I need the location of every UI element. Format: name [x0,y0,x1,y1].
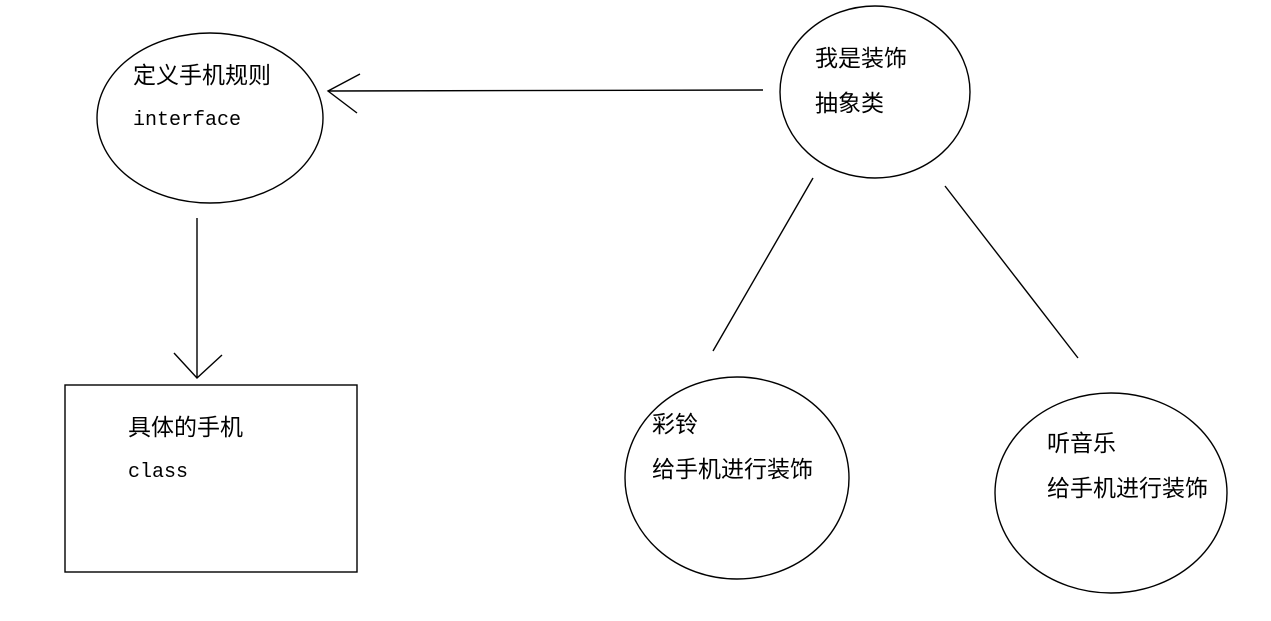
ringtone-label-line2: 给手机进行装饰 [652,456,813,482]
line-decorator-to-ringtone [712,177,814,352]
arrow-interface-to-phone-head [173,352,223,379]
line-decorator-to-music [944,185,1079,359]
arrow-decorator-to-interface-head [326,73,361,114]
music-label-line1: 听音乐 [1047,430,1116,456]
arrow-interface-to-phone [173,218,223,379]
concrete-phone-rect-label: 具体的手机 class [128,405,243,495]
music-label-line2: 给手机进行装饰 [1047,475,1208,501]
concrete-phone-label-line1: 具体的手机 [128,414,243,440]
decorator-label-line2: 抽象类 [815,90,884,116]
arrow-decorator-to-interface-shaft [328,89,764,92]
decorator-label-line1: 我是装饰 [815,45,907,71]
interface-ellipse-label: 定义手机规则 interface [133,53,271,143]
music-ellipse-label: 听音乐 给手机进行装饰 [1047,421,1208,511]
music-ellipse [994,392,1228,594]
interface-ellipse [96,32,324,204]
interface-label-line2: interface [133,109,242,132]
decorator-ellipse [779,5,971,179]
concrete-phone-rect [64,384,358,573]
concrete-phone-label-line2: class [128,461,189,484]
decorator-ellipse-label: 我是装饰 抽象类 [815,36,907,126]
ringtone-ellipse-label: 彩铃 给手机进行装饰 [652,402,813,492]
ringtone-label-line1: 彩铃 [652,411,698,437]
arrow-decorator-to-interface [326,73,764,114]
interface-label-line1: 定义手机规则 [133,62,271,88]
ringtone-ellipse [624,376,850,580]
